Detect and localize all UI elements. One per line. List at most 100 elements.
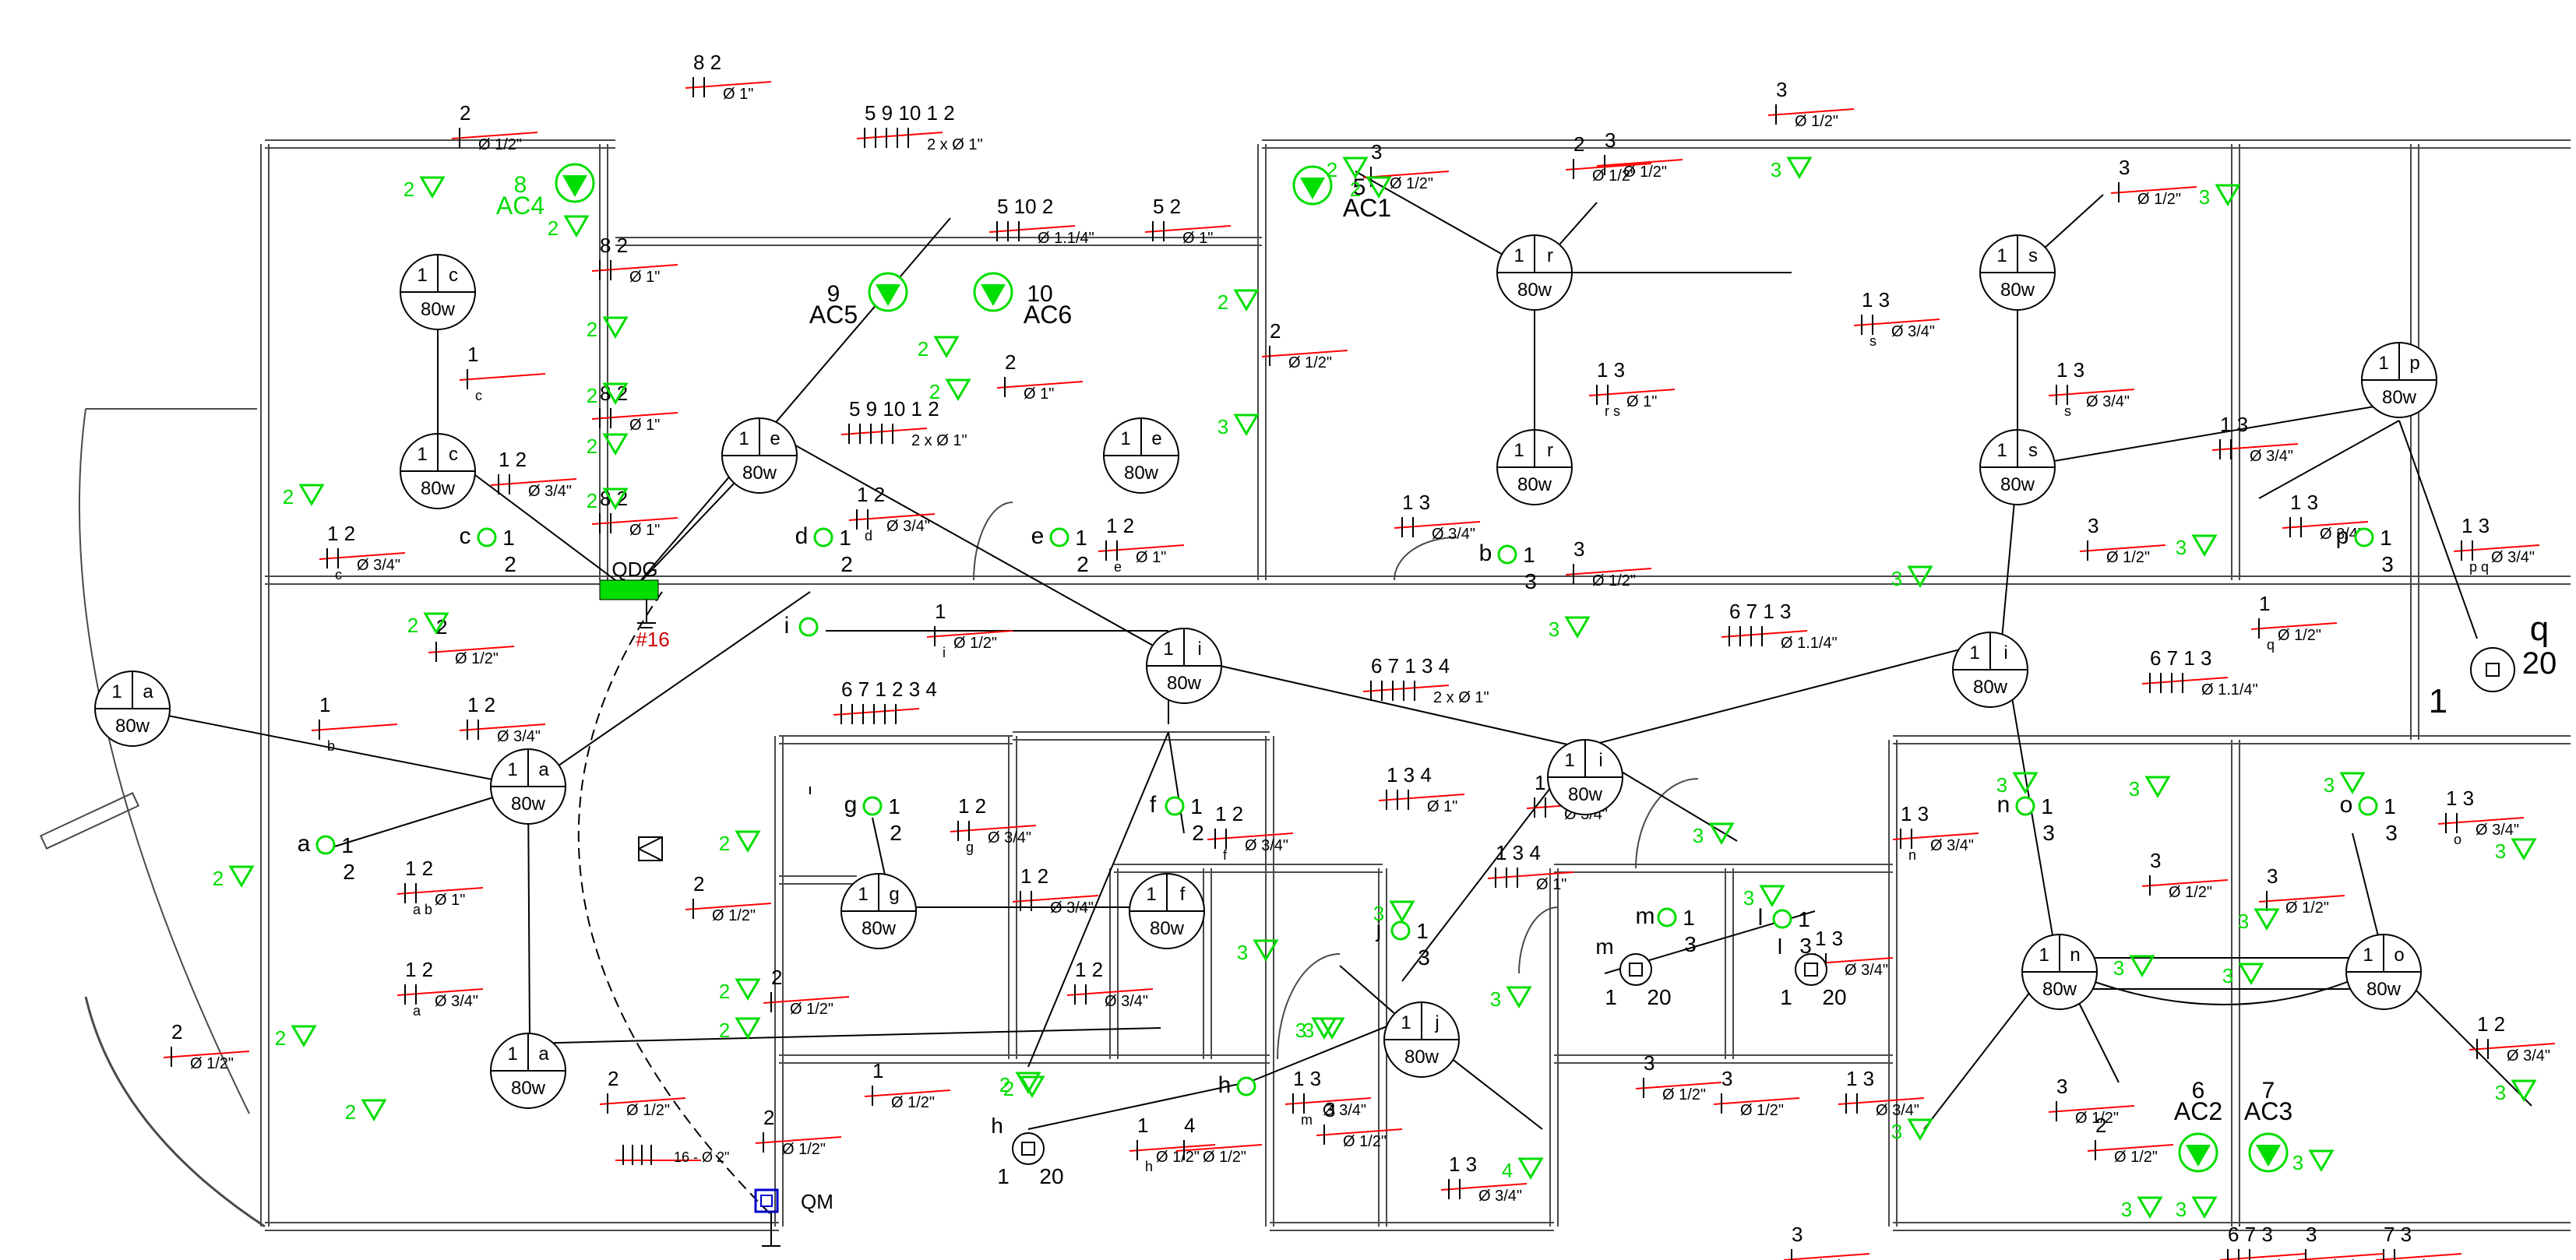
conduit-circuits: 3 bbox=[2056, 1075, 2067, 1098]
ac-icon bbox=[562, 175, 587, 197]
outlet-icon bbox=[2511, 1079, 2537, 1102]
conduit-label: 1hØ 1/2" bbox=[1129, 1114, 1216, 1174]
conduit-leader bbox=[1066, 988, 1154, 996]
power-outlet: 3 bbox=[2292, 1149, 2335, 1174]
lamp-circuit: 1 bbox=[507, 1044, 517, 1065]
conduit-size: Ø 1/2" bbox=[1810, 1258, 1854, 1260]
conduit-size: Ø 1.1/4" bbox=[2201, 681, 2258, 699]
outlet-circuit: 3 bbox=[1743, 886, 1754, 910]
switch-circuit: 1 bbox=[1683, 906, 1695, 930]
conduit-size: Ø 3/4" bbox=[2250, 448, 2293, 465]
lamp-switch: o bbox=[2394, 945, 2404, 966]
conduit-label: 5 9 10 1 22 x Ø 1" bbox=[840, 397, 967, 449]
outlet-circuit: 2 bbox=[1327, 158, 1337, 181]
outlet-icon bbox=[1015, 1072, 1041, 1094]
outlet-circuit: 3 bbox=[2121, 1198, 2132, 1221]
outlet-icon bbox=[735, 1017, 761, 1040]
conduit-size: 2 x Ø 1" bbox=[911, 432, 967, 449]
switch-circle bbox=[2015, 796, 2035, 816]
conduit-circuits: 1 bbox=[1137, 1114, 1148, 1137]
conduit-size: Ø 3/4" bbox=[1845, 962, 1888, 979]
conduit-label: 1 2dØ 3/4" bbox=[848, 483, 936, 544]
outlet-icon bbox=[2144, 776, 2171, 798]
conduit-label: 6 7 1 3Ø 1.1/4" bbox=[1721, 600, 1838, 652]
switch-circuit: 1 bbox=[888, 794, 900, 818]
qm-inner bbox=[760, 1195, 773, 1207]
conduit-label: 1 3Ø 3/4" bbox=[1838, 1067, 1925, 1119]
power-outlet: 2 bbox=[999, 1072, 1041, 1096]
switch-extra: 3 bbox=[1684, 932, 1697, 956]
switch-circle bbox=[477, 527, 497, 547]
conduit-size: Ø 1/2" bbox=[2075, 1110, 2119, 1127]
conduit-label: 1 3 4Ø 1" bbox=[1378, 763, 1465, 815]
conduit-circuits: 2 bbox=[1270, 319, 1281, 343]
conduit-label: 1 3sØ 3/4" bbox=[2048, 358, 2135, 419]
conduit-label: 1 2Ø 3/4" bbox=[2469, 1012, 2556, 1065]
conduit-label: 2Ø 1/2" bbox=[451, 101, 538, 153]
conduit-leader bbox=[1394, 521, 1481, 529]
wall-lamp-circle bbox=[1619, 953, 1652, 986]
outlet-icon bbox=[1389, 900, 1415, 923]
conduit-leader bbox=[591, 264, 678, 272]
qm-label: QM bbox=[801, 1190, 833, 1213]
conduit-label: 8 2Ø 1" bbox=[685, 51, 772, 103]
conduit-circuits: 1 bbox=[319, 693, 330, 716]
conduit-leader bbox=[2141, 879, 2229, 887]
power-outlet: 3 bbox=[1373, 900, 1415, 925]
outlet-circuit: 3 bbox=[1891, 1120, 1902, 1143]
lamp-circuit: 1 bbox=[1996, 245, 2007, 266]
conduit-tag: a bbox=[413, 1003, 421, 1019]
outlet-circuit: 3 bbox=[1303, 1019, 1314, 1042]
conduit-label: 3Ø 1/2" bbox=[2258, 864, 2345, 917]
conduit-leader bbox=[2297, 1253, 2384, 1260]
conduit-label: 2Ø 1/2" bbox=[163, 1020, 250, 1072]
lamp-circuit: 1 bbox=[1120, 428, 1130, 449]
conduit-circuits: 2 bbox=[771, 966, 782, 989]
power-outlet: 4 bbox=[1502, 1157, 1544, 1182]
conduit-circuits: 4 bbox=[1184, 1114, 1195, 1137]
outlet-icon bbox=[361, 1099, 387, 1121]
conduit-leader bbox=[1487, 871, 1574, 879]
conduit-tag: c bbox=[475, 388, 482, 403]
outlet-icon bbox=[735, 978, 761, 1001]
ac-circuit: 5 bbox=[1353, 174, 1366, 200]
conduit-tag: r s bbox=[1605, 403, 1620, 419]
conduit-leader bbox=[996, 381, 1084, 389]
conduit-leader bbox=[1565, 568, 1652, 575]
conduit-circuits: 3 bbox=[1644, 1051, 1654, 1075]
power-outlet: 3 bbox=[1549, 616, 1591, 641]
conduit-leader bbox=[396, 988, 484, 996]
conduit-leader bbox=[591, 517, 678, 525]
power-outlet: 2 bbox=[587, 433, 629, 458]
switch-circle bbox=[1772, 909, 1792, 929]
power-outlet: 2 bbox=[587, 382, 629, 407]
wire bbox=[778, 435, 1169, 655]
conduit-leader bbox=[685, 81, 772, 89]
conduit-label: 1 3Ø 3/4" bbox=[2282, 491, 2369, 543]
qdg-body bbox=[599, 579, 659, 600]
conduit-label: 2Ø 1/2" bbox=[2087, 1114, 2174, 1166]
door-arc bbox=[1394, 537, 1457, 581]
lamp-power: 80w bbox=[2000, 280, 2035, 301]
power-outlet: 3 bbox=[2176, 1196, 2218, 1221]
conduit-circuits: 1 3 bbox=[1815, 927, 1843, 950]
lamp-switch: e bbox=[1151, 428, 1161, 449]
conduit-circuits: 2 bbox=[763, 1106, 774, 1129]
ac-icon bbox=[1300, 178, 1325, 199]
conduit-label: 5 10 2Ø 1.1/4" bbox=[988, 195, 1094, 247]
conduit-tag: d bbox=[865, 528, 872, 544]
outlet-icon bbox=[602, 316, 629, 339]
conduit-leader bbox=[763, 996, 850, 1004]
lamp-power: 80w bbox=[1124, 463, 1159, 484]
outlet-icon bbox=[2254, 908, 2280, 931]
conduit-circuits: 2 bbox=[460, 101, 470, 125]
conduit-size: Ø 3/4" bbox=[2491, 549, 2535, 566]
conduit-circuits: 1 2 bbox=[327, 522, 355, 545]
